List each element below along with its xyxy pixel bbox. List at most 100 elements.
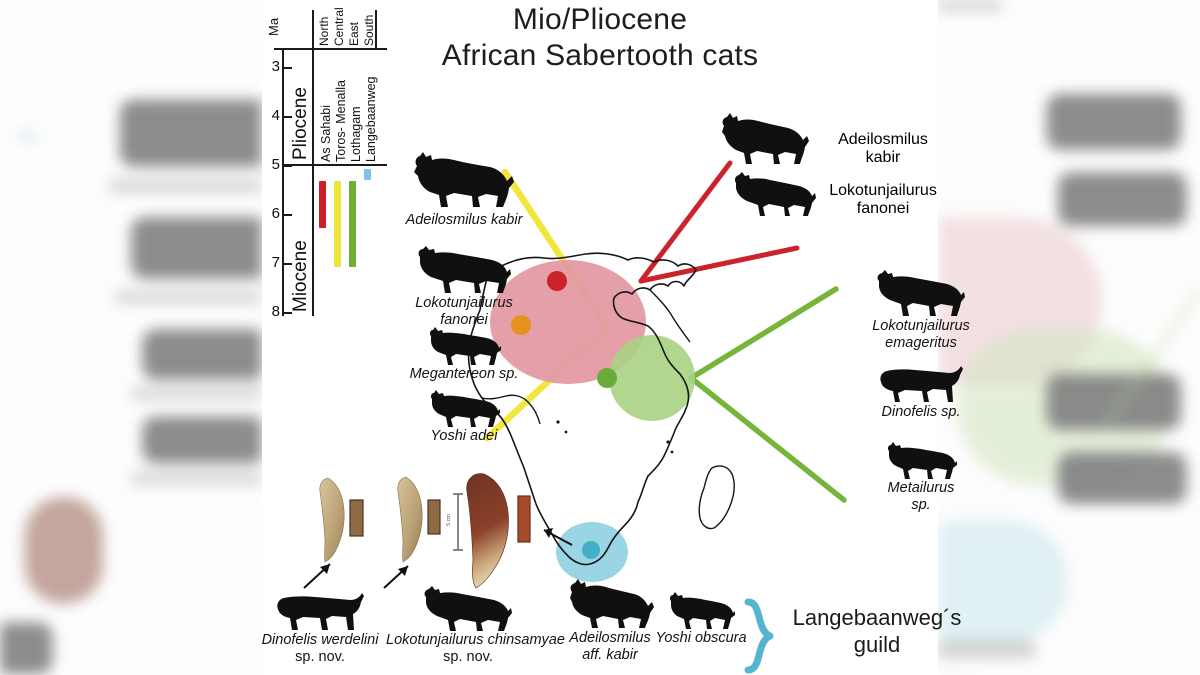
taxon-label-line1: Adeilosmilus — [838, 131, 928, 148]
locality-dot-toros-menalla — [511, 315, 531, 335]
taxon-label: Dinofelis sp. — [881, 404, 961, 420]
taxon-label-line1: Lokotunjailurus — [829, 182, 937, 199]
taxon-adeilosmilus-kabir-tm: Adeilosmilus kabir — [374, 148, 554, 229]
taxon-adeilosmilus-kabir-as — [710, 110, 820, 168]
guild-label-line2: guild — [853, 632, 901, 657]
title-line-2: African Sabertooth cats — [441, 39, 759, 72]
fossil-scale-block-2 — [427, 499, 441, 535]
range-bar-as-sahabi — [319, 181, 326, 228]
taxon-label-adeilosmilus-kabir-as: Adeilosmilus kabir — [818, 131, 948, 167]
axis-tick-6 — [284, 214, 292, 216]
axis-tick-label-8: 8 — [271, 303, 280, 320]
cat-silhouette — [429, 327, 501, 365]
taxon-label-lokotunjailurus-fanonei-as: Lokotunjailurus fanonei — [818, 182, 948, 218]
sabertooth-cat-silhouette — [735, 172, 816, 216]
axis-tick-label-4: 4 — [271, 107, 280, 124]
taxon-label-line2: sp. nov. — [295, 649, 345, 665]
title-line-1: Mio/Pliocene — [512, 3, 688, 36]
island-dot-3 — [666, 440, 670, 444]
taxon-megantereon-sp: Megantereon sp. — [374, 326, 554, 383]
taxon-label-line1: Lokotunjailurus — [415, 295, 513, 311]
scale-bar-label: 5 cm — [446, 514, 452, 526]
locality-halo-lothagam — [609, 335, 695, 421]
epoch-column-divider — [312, 10, 314, 316]
fossil-canine-1 — [319, 477, 345, 563]
blurred-backdrop-left — [0, 0, 262, 675]
range-bar-langebaanweg — [364, 169, 371, 180]
guild-label: Langebaanweg´s guild — [782, 604, 972, 658]
fossil-pointer-arrowhead-1 — [320, 564, 330, 574]
taxon-label-line1: Adeilosmilus — [569, 630, 651, 646]
sabertooth-cat-silhouette — [722, 113, 809, 164]
fossil-canine-2 — [397, 476, 423, 563]
africa-coast-detail — [481, 394, 541, 425]
site-label-as-sahabi: As Sahabi — [319, 105, 333, 162]
taxon-lokotunjailurus-emageritus: Lokotunjailurus emageritus — [826, 268, 1016, 352]
axis-tick-5 — [284, 165, 292, 167]
epoch-boundary-line — [282, 164, 387, 166]
africa-map — [440, 210, 800, 600]
guild-label-line1: Langebaanweg´s — [792, 605, 962, 630]
header-column-divider — [375, 10, 377, 50]
taxon-metailurus-sp: Metailurus sp. — [826, 440, 1016, 514]
taxon-yoshi-obscura: Yoshi obscura — [646, 590, 756, 647]
fossil-canine-photos: 5 cm — [300, 470, 580, 595]
brace-icon — [744, 598, 774, 674]
taxon-lokotunjailurus-chinsamyae: Lokotunjailurus chinsamyae sp. nov. — [386, 584, 565, 666]
axis-tick-4 — [284, 116, 292, 118]
taxon-label-line1: Lokotunjailurus chinsamyae — [386, 632, 565, 648]
axis-tick-label-3: 3 — [271, 58, 280, 75]
cat-silhouette — [430, 390, 500, 427]
taxon-label: Yoshi adei — [430, 428, 498, 444]
chart-top-rule — [274, 48, 387, 50]
locality-dot-lothagam — [597, 368, 617, 388]
taxon-label-line2: aff. kabir — [582, 647, 638, 663]
taxon-dinofelis-werdelini: Dinofelis werdelini sp. nov. — [256, 586, 384, 666]
blurred-backdrop-right — [938, 0, 1200, 675]
time-axis — [282, 48, 284, 316]
cat-silhouette — [669, 592, 735, 629]
site-label-toros-menalla: Toros- Menalla — [334, 80, 348, 162]
taxon-adeilosmilus-aff-kabir: Adeilosmilus aff. kabir — [548, 578, 672, 664]
axis-tick-label-5: 5 — [271, 156, 280, 173]
sabertooth-cat-silhouette — [418, 246, 511, 293]
epoch-label-pliocene: Pliocene — [290, 87, 311, 160]
taxon-label-line2: fanonei — [856, 200, 910, 217]
fossil-scale-block-1 — [349, 499, 364, 537]
cat-silhouette — [887, 442, 957, 479]
taxon-yoshi-adei: Yoshi adei — [374, 388, 554, 445]
taxon-label: Megantereon sp. — [409, 366, 519, 382]
taxon-label-line2: sp. — [911, 497, 931, 513]
axis-tick-7 — [284, 263, 292, 265]
locality-dot-as-sahabi — [547, 271, 567, 291]
madagascar-outline — [698, 465, 735, 530]
fossil-pointer-arrowhead-2 — [398, 566, 408, 576]
column-header-east: East — [347, 21, 361, 46]
sabertooth-cat-silhouette — [424, 586, 512, 631]
fossil-pointer-arrowhead-3 — [544, 528, 553, 538]
taxon-dinofelis-sp: Dinofelis sp. — [826, 360, 1016, 421]
locality-halo-as-sahabi — [490, 260, 646, 384]
site-label-lothagam: Lothagam — [349, 106, 363, 162]
taxon-label: Yoshi obscura — [655, 630, 747, 646]
taxon-lokotunjailurus-fanonei-tm: Lokotunjailurus fanonei — [374, 243, 554, 329]
range-bar-toros-menalla — [334, 181, 341, 267]
axis-unit-label: Ma — [266, 17, 281, 36]
taxon-label-line2: fanonei — [440, 312, 488, 328]
island-dot-2 — [564, 430, 568, 434]
column-header-south: South — [362, 14, 376, 46]
sabertooth-cat-silhouette — [570, 579, 654, 628]
taxon-label-line2: sp. nov. — [443, 649, 493, 665]
range-bar-lothagam — [349, 181, 356, 267]
axis-tick-label-7: 7 — [271, 254, 280, 271]
page-title: Mio/Pliocene African Sabertooth cats — [300, 2, 900, 74]
axis-tick-3 — [284, 67, 292, 69]
sabertooth-cat-silhouette — [877, 270, 965, 316]
epoch-label-miocene: Miocene — [290, 240, 311, 312]
taxon-label-line1: Dinofelis werdelini — [261, 632, 379, 648]
column-header-north: North — [317, 16, 331, 46]
taxon-label-line2: emageritus — [885, 335, 957, 351]
column-header-central: Central — [332, 7, 346, 46]
cat-silhouette — [277, 593, 364, 630]
